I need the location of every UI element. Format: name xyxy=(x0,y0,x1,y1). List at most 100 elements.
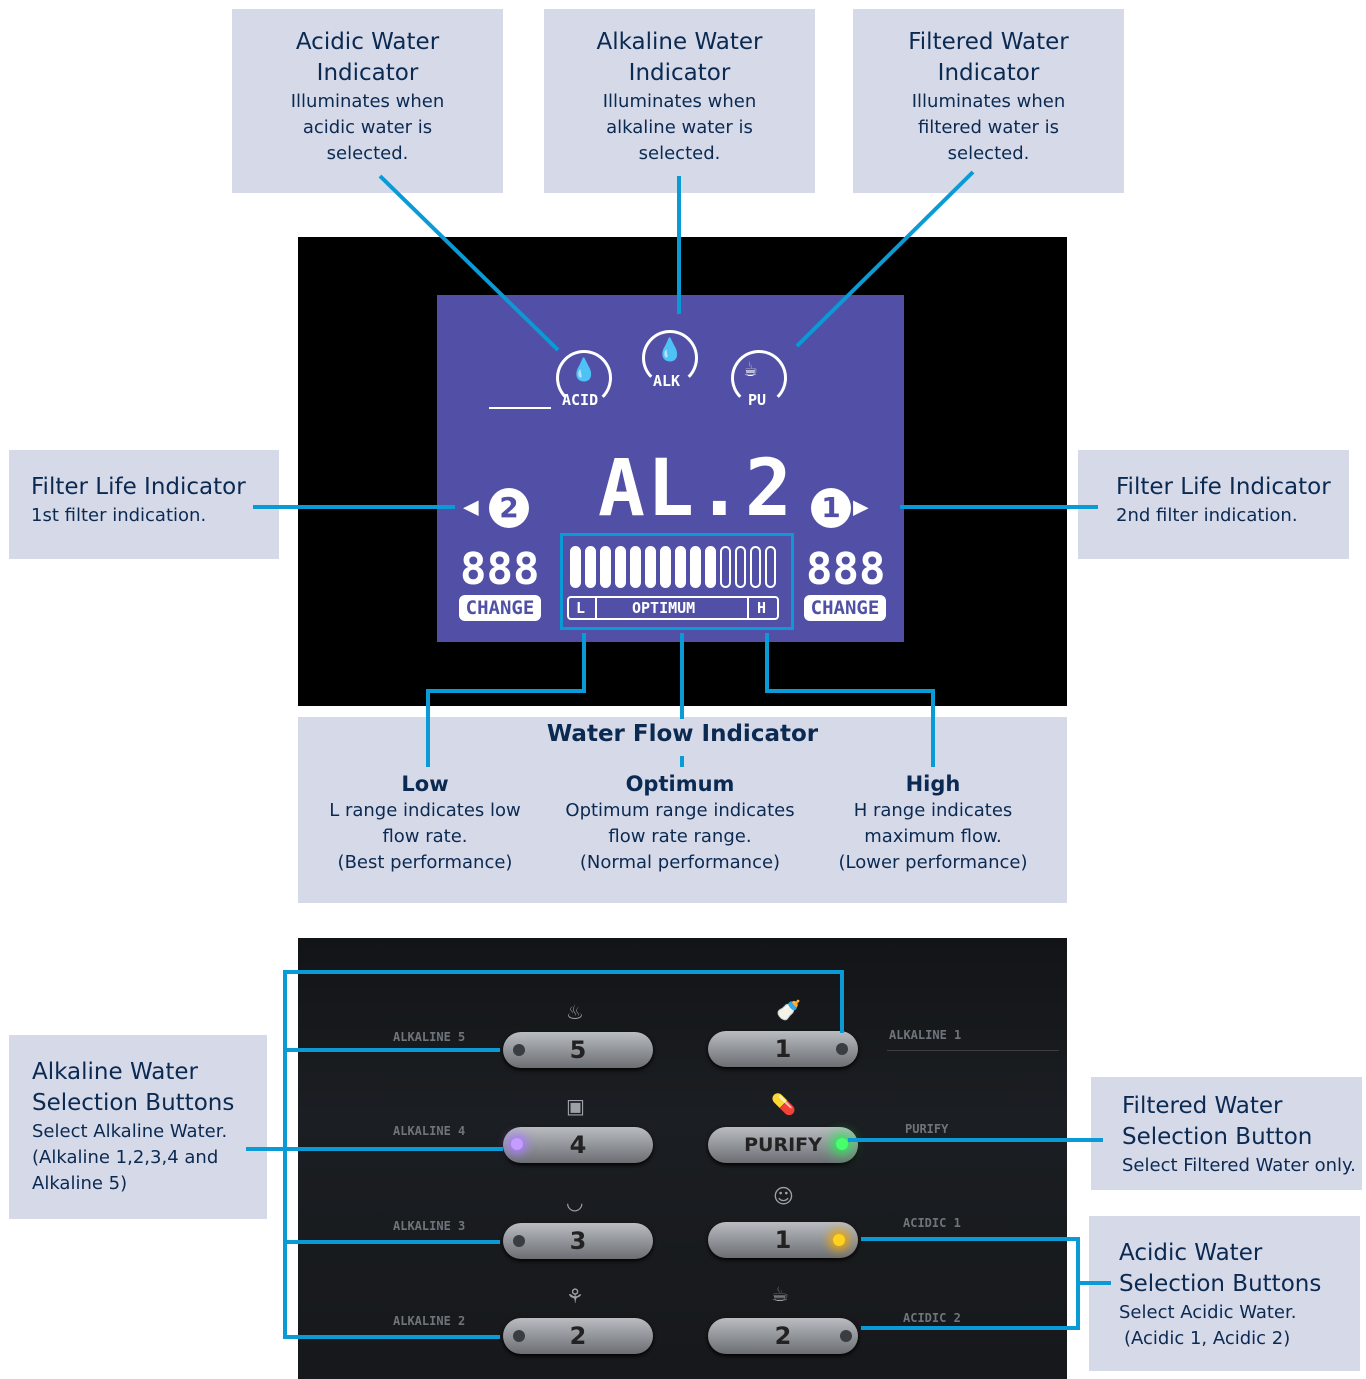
callout-desc: Illuminates when xyxy=(911,91,1066,112)
flow-bar xyxy=(615,546,626,588)
mode-display: AL.2 xyxy=(598,444,794,534)
right-counter: 888 xyxy=(806,544,886,595)
face-wash-icon: ☺ xyxy=(773,1184,794,1208)
callout-desc: selected. xyxy=(326,143,409,164)
alkaline-buttons-callout: Alkaline Water Selection Buttons Select … xyxy=(9,1035,267,1219)
filter-left-arrow-icon: ◀ xyxy=(463,492,479,522)
bottle-icon: 🍼 xyxy=(776,998,801,1022)
alkaline2-label: ALKALINE 2 xyxy=(393,1314,466,1328)
flow-bar xyxy=(645,546,656,588)
alkaline5-button[interactable]: 5 xyxy=(503,1032,653,1068)
left-change-badge: CHANGE xyxy=(459,595,541,621)
callout-title: Selection Button xyxy=(1122,1124,1313,1150)
callout-desc: (Acidic 1, Acidic 2) xyxy=(1124,1328,1291,1349)
callout-title: Filter Life Indicator xyxy=(1116,474,1331,500)
filter-life-left-callout: Filter Life Indicator 1st filter indicat… xyxy=(9,450,279,559)
bowl-icon: ◡ xyxy=(566,1190,584,1214)
flow-bar xyxy=(570,546,581,588)
left-counter: 888 xyxy=(460,544,540,595)
flow-optimum-callout: Optimum Optimum range indicates flow rat… xyxy=(565,772,795,873)
flow-bar xyxy=(630,546,641,588)
callout-desc: filtered water is xyxy=(917,117,1060,138)
alkaline4-label: ALKALINE 4 xyxy=(393,1124,466,1138)
flow-bar xyxy=(735,546,746,588)
callout-desc: selected. xyxy=(638,143,721,164)
acid-drop-icon: 💧 xyxy=(570,358,598,383)
callout-title: Filtered Water xyxy=(908,29,1069,55)
pu-label: PU xyxy=(748,391,767,409)
pills-icon: 💊 xyxy=(771,1092,796,1116)
callout-desc: Select Alkaline Water. xyxy=(32,1121,228,1142)
callout-title: Indicator xyxy=(937,60,1040,86)
pu-cup-icon: ☕ xyxy=(744,357,758,382)
panel-divider xyxy=(887,1050,1059,1051)
flow-bar xyxy=(660,546,671,588)
flow-low-callout: Low L range indicates low flow rate. (Be… xyxy=(329,772,521,873)
alkaline-indicator-callout: Alkaline Water Indicator Illuminates whe… xyxy=(544,9,815,193)
callout-desc: Select Filtered Water only. xyxy=(1122,1155,1356,1176)
flow-bar xyxy=(750,546,761,588)
flow-divider xyxy=(595,598,597,618)
acidic2-button[interactable]: 2 xyxy=(708,1318,858,1354)
flow-high-callout: High H range indicates maximum flow. (Lo… xyxy=(838,772,1028,873)
callout-title: Indicator xyxy=(628,60,731,86)
flow-divider xyxy=(747,598,749,618)
oven-icon: ▣ xyxy=(566,1094,585,1118)
purify-label: PURIFY xyxy=(905,1122,949,1136)
callout-desc: selected. xyxy=(947,143,1030,164)
callout-desc: 2nd filter indication. xyxy=(1116,505,1298,526)
alkaline2-button[interactable]: 2 xyxy=(503,1318,653,1354)
flow-mid-label: OPTIMUM xyxy=(632,599,696,617)
purify-led xyxy=(836,1138,848,1150)
callout-desc: Alkaline 5) xyxy=(32,1173,128,1194)
alkaline2-led xyxy=(513,1330,525,1342)
alkaline3-label: ALKALINE 3 xyxy=(393,1219,466,1233)
flow-bar xyxy=(705,546,716,588)
alkaline5-label: ALKALINE 5 xyxy=(393,1030,466,1044)
lcd-underline xyxy=(489,407,551,409)
callout-title: Indicator xyxy=(316,60,419,86)
flow-bar xyxy=(765,546,776,588)
callout-title: Acidic Water xyxy=(1119,1240,1263,1266)
filter-right-number: 1 xyxy=(821,491,841,524)
callout-desc: (Alkaline 1,2,3,4 and xyxy=(32,1147,219,1168)
callout-desc: 1st filter indication. xyxy=(31,505,207,526)
callout-title: Alkaline Water xyxy=(32,1059,198,1085)
acidic1-label: ACIDIC 1 xyxy=(903,1216,961,1230)
flow-bar xyxy=(585,546,596,588)
water-flow-title: Water Flow Indicator xyxy=(546,721,819,747)
flow-bar xyxy=(720,546,731,588)
flow-scale: L OPTIMUM H xyxy=(567,596,779,620)
callout-desc: alkaline water is xyxy=(606,117,753,138)
callout-title: Acidic Water xyxy=(295,29,440,55)
alkaline3-led xyxy=(513,1235,525,1247)
flow-low-label: L xyxy=(576,599,586,617)
alk-icon xyxy=(642,330,698,386)
acid-icon xyxy=(556,350,612,406)
callout-title: Filtered Water xyxy=(1122,1093,1283,1119)
filtered-indicator-callout: Filtered Water Indicator Illuminates whe… xyxy=(853,9,1124,193)
acidic2-label: ACIDIC 2 xyxy=(903,1311,961,1325)
callout-title: Selection Buttons xyxy=(32,1090,235,1116)
dishes-icon: ☕ xyxy=(771,1282,789,1306)
flow-bar xyxy=(600,546,611,588)
pu-icon xyxy=(731,350,787,406)
callout-desc: Illuminates when xyxy=(290,91,445,112)
callout-title: Filter Life Indicator xyxy=(31,474,246,500)
callout-title: Alkaline Water xyxy=(596,29,763,55)
callout-title: Selection Buttons xyxy=(1119,1271,1322,1297)
alkaline4-button[interactable]: 4 xyxy=(503,1127,653,1163)
filter-life-right-callout: Filter Life Indicator 2nd filter indicat… xyxy=(1078,450,1349,559)
alkaline1-led xyxy=(836,1043,848,1055)
acidic2-led xyxy=(840,1330,852,1342)
acid-label: ACID xyxy=(562,391,599,409)
filter-left-number-icon: 2 xyxy=(489,488,529,528)
alkaline3-button[interactable]: 3 xyxy=(503,1223,653,1259)
callout-desc: Illuminates when xyxy=(602,91,757,112)
flow-bar xyxy=(675,546,686,588)
callout-desc: acidic water is xyxy=(302,117,433,138)
acidic-buttons-callout: Acidic Water Selection Buttons Select Ac… xyxy=(1089,1216,1360,1371)
alkaline5-led xyxy=(513,1044,525,1056)
alkaline4-led xyxy=(511,1138,523,1150)
alk-label: ALK xyxy=(653,372,681,390)
